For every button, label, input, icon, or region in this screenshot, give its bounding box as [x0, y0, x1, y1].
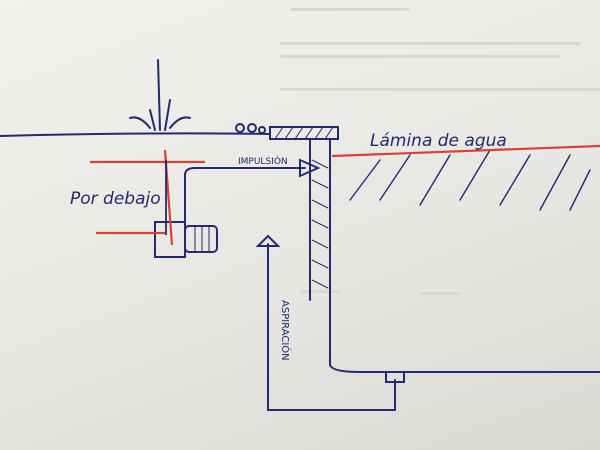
below-label: Por debajo: [70, 189, 161, 209]
pebble: [235, 123, 245, 133]
plant-sketch: [129, 59, 191, 131]
pebble: [247, 123, 257, 133]
suction-arrow: [255, 234, 281, 247]
suction-label: ASPIRACIÓN: [279, 300, 292, 361]
faint-print-line: [300, 290, 340, 293]
discharge-nozzle: [299, 158, 321, 178]
faint-print-line: [280, 42, 580, 45]
water-hatching: [349, 149, 591, 211]
pump-motor: [184, 225, 218, 253]
suction-pipe: [267, 243, 396, 411]
pool-wall: [309, 138, 600, 373]
water-level-label: Lámina de agua: [370, 131, 507, 151]
faint-print-line: [420, 292, 460, 295]
discharge-label: IMPULSIÓN: [238, 155, 288, 167]
discharge-pipe: [184, 167, 306, 231]
ground-line: [0, 132, 271, 137]
coping-stone: [269, 126, 339, 140]
faint-print-line: [280, 88, 600, 91]
faint-print-line: [280, 55, 560, 58]
water-level-line: [331, 144, 600, 158]
faint-print-line: [290, 8, 410, 11]
main-drain: [385, 371, 405, 383]
pebble: [258, 126, 266, 134]
